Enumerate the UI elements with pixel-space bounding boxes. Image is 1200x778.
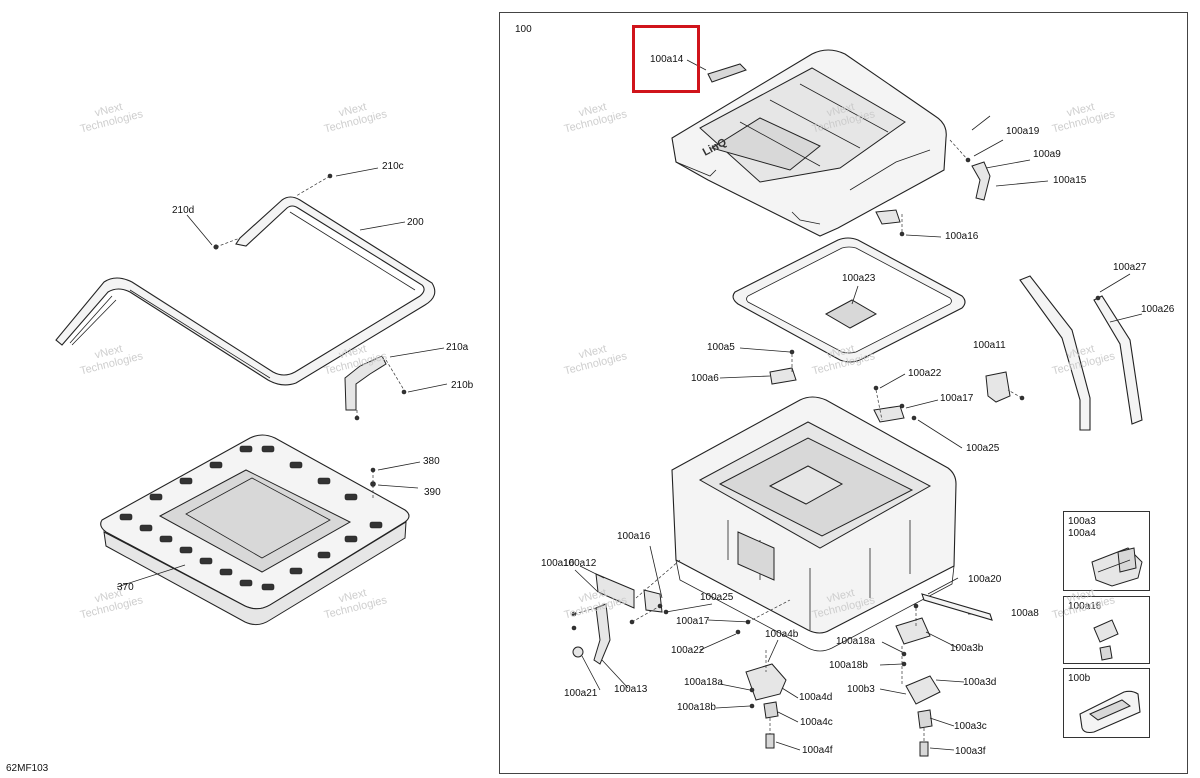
inset-label-100a3: 100a3 — [1068, 516, 1096, 527]
callout-100a22-lower[interactable]: 100a22 — [671, 645, 705, 656]
hardware-lower-drawing — [571, 545, 993, 757]
callout-390[interactable]: 390 — [424, 487, 441, 498]
callout-380[interactable]: 380 — [423, 456, 440, 467]
callout-100a3d[interactable]: 100a3d — [963, 677, 997, 688]
callout-100a20[interactable]: 100a20 — [968, 574, 1002, 585]
callout-210a[interactable]: 210a — [446, 342, 469, 353]
callout-100a25-lower[interactable]: 100a25 — [700, 592, 734, 603]
callout-100a25-upper[interactable]: 100a25 — [966, 443, 1000, 454]
callout-100a17-lower[interactable]: 100a17 — [676, 616, 710, 627]
callout-100a4d[interactable]: 100a4d — [799, 692, 833, 703]
callout-100a15[interactable]: 100a15 — [1053, 175, 1087, 186]
highlight-box-100a14 — [632, 25, 700, 93]
callout-100a23[interactable]: 100a23 — [842, 273, 876, 284]
callout-100a19[interactable]: 100a19 — [1006, 126, 1040, 137]
callout-100a11[interactable]: 100a11 — [973, 340, 1006, 351]
inset-100b[interactable]: 100b — [1063, 668, 1150, 738]
callout-100a17-upper[interactable]: 100a17 — [940, 393, 974, 404]
callout-200[interactable]: 200 — [407, 217, 424, 228]
callout-100a14[interactable]: 100a14 — [650, 54, 684, 65]
callout-100b3[interactable]: 100b3 — [847, 684, 875, 695]
inset-label-100b: 100b — [1068, 673, 1091, 684]
straps-drawing — [1019, 273, 1143, 431]
callout-100a3f[interactable]: 100a3f — [955, 746, 986, 757]
callout-100a16-lid[interactable]: 100a16 — [945, 231, 979, 242]
inset-100a3-100a4[interactable]: 100a3 100a4 — [1063, 511, 1150, 591]
assembly-label: 100 — [515, 24, 532, 35]
callout-100a5[interactable]: 100a5 — [707, 342, 735, 353]
callout-100a18b-left[interactable]: 100a18b — [677, 702, 716, 713]
callout-100a3b[interactable]: 100a3b — [950, 643, 984, 654]
lid-drawing: LinQ — [671, 49, 1049, 238]
callout-100a18b-right[interactable]: 100a18b — [829, 660, 868, 671]
frame-200-drawing — [55, 167, 448, 421]
callout-100a22-upper[interactable]: 100a22 — [908, 368, 942, 379]
callout-100a27[interactable]: 100a27 — [1113, 262, 1147, 273]
drawing-code: 62MF103 — [6, 763, 49, 774]
floor-370-drawing — [100, 434, 421, 626]
inset-label-100a4: 100a4 — [1068, 528, 1096, 539]
callout-100a4f[interactable]: 100a4f — [802, 745, 833, 756]
box-body-drawing — [671, 347, 1025, 652]
callout-100a26[interactable]: 100a26 — [1141, 304, 1175, 315]
callout-100a18a-right[interactable]: 100a18a — [836, 636, 875, 647]
inset-label-100a16: 100a16 — [1068, 601, 1102, 612]
assembly-100-frame — [499, 12, 1188, 774]
callout-210b[interactable]: 210b — [451, 380, 474, 391]
callout-100a8[interactable]: 100a8 — [1011, 608, 1039, 619]
callout-100a12[interactable]: 100a12 — [563, 558, 597, 569]
callout-100a9[interactable]: 100a9 — [1033, 149, 1061, 160]
seal-drawing — [732, 237, 966, 363]
callout-100a3c[interactable]: 100a3c — [954, 721, 987, 732]
callout-210c[interactable]: 210c — [382, 161, 404, 172]
callout-100a4b[interactable]: 100a4b — [765, 629, 799, 640]
callout-100a16-mid[interactable]: 100a16 — [617, 531, 651, 542]
callout-100a4c[interactable]: 100a4c — [800, 717, 833, 728]
callout-100a6[interactable]: 100a6 — [691, 373, 719, 384]
callout-100a21[interactable]: 100a21 — [564, 688, 598, 699]
callout-100a13[interactable]: 100a13 — [614, 684, 648, 695]
callout-100a18a-left[interactable]: 100a18a — [684, 677, 723, 688]
callout-210d[interactable]: 210d — [172, 205, 195, 216]
callout-100a16-left[interactable]: 100a16 — [541, 558, 575, 569]
callout-370[interactable]: 370 — [117, 582, 134, 593]
